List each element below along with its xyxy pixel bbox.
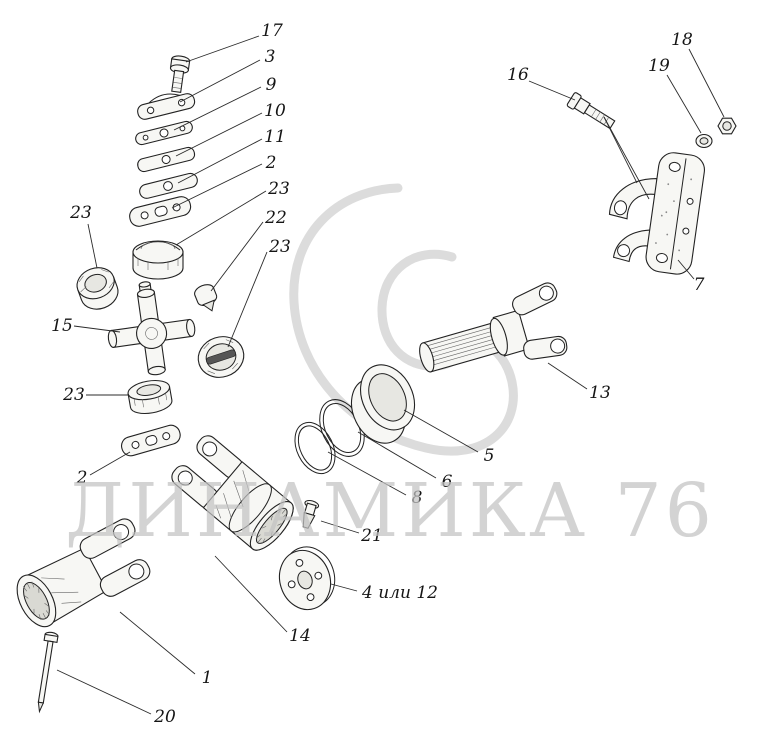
leader-18 <box>688 48 725 118</box>
lock-plate-part-9 <box>135 120 193 146</box>
leader-23a <box>175 190 267 246</box>
flange-stipple <box>655 178 693 252</box>
part-label-18: 18 <box>671 30 693 50</box>
leader-21 <box>320 520 360 534</box>
gasket-plate-part-11 <box>139 172 198 199</box>
clamp-plate-part-3 <box>137 93 196 120</box>
bolt-thread-ticks <box>591 109 610 125</box>
bolt-part-17 <box>169 55 191 94</box>
leader-10 <box>175 112 263 157</box>
leader-5 <box>403 409 479 453</box>
flange-yoke-part-7 <box>608 152 705 275</box>
leader-11 <box>177 138 263 184</box>
part-label-23-left: 23 <box>69 203 92 223</box>
part-label-8: 8 <box>412 488 423 508</box>
plug-part-22 <box>194 284 218 312</box>
part-label-3: 3 <box>265 47 276 67</box>
part-label-20: 20 <box>153 707 176 727</box>
leader-22 <box>210 221 264 292</box>
leader-6 <box>357 431 437 479</box>
bearing-cup-part-23-top <box>132 240 184 280</box>
flange-disc-part-4-or-12 <box>278 546 336 611</box>
leader-23L <box>87 223 98 269</box>
leader-lines <box>56 35 725 715</box>
cap-hatch <box>203 339 238 374</box>
fork-shading <box>41 577 82 604</box>
leader-1 <box>119 611 196 675</box>
bolt-thread-ticks <box>172 77 183 89</box>
leader-13 <box>547 362 588 390</box>
fork-shading <box>215 470 250 519</box>
part-label-7: 7 <box>694 275 705 295</box>
sliding-fork-part-14 <box>171 435 294 551</box>
part-label-19: 19 <box>648 56 670 76</box>
part-label-2-top: 2 <box>265 153 277 173</box>
watermark-text: ДИНАМИКА 76 <box>65 468 715 554</box>
cup-knurl-ticks <box>137 258 179 270</box>
leader-20 <box>56 669 152 715</box>
seal-ring-part-8 <box>294 421 336 475</box>
part-label-13: 13 <box>589 383 611 403</box>
leader-15 <box>73 325 121 333</box>
splined-fork-part-1 <box>16 518 151 628</box>
part-label-11: 11 <box>264 127 286 147</box>
washer-part-19 <box>695 133 713 149</box>
part-label-15: 15 <box>51 316 73 336</box>
seal-collar-part-5 <box>350 364 416 444</box>
leader-4or12 <box>330 583 358 592</box>
part-label-14: 14 <box>289 626 311 646</box>
part-label-17: 17 <box>261 21 283 41</box>
assembly-line-16-to-7a <box>603 116 638 184</box>
part-label-5: 5 <box>484 446 495 466</box>
bearing-part-23-bottom <box>127 379 173 415</box>
yoke-ear-lower <box>523 335 568 360</box>
part-label-23-top: 23 <box>267 179 290 199</box>
splined-shaft-yoke-part-13 <box>419 282 568 373</box>
bearing-knurl <box>133 393 168 408</box>
part-label-22: 22 <box>264 208 287 228</box>
yoke-ear-upper <box>512 282 558 316</box>
grease-fitting-part-21 <box>302 499 320 529</box>
part-label-23-bottom: 23 <box>62 385 85 405</box>
slotted-cap-part-23-right <box>197 336 245 378</box>
retainer-plate-part-2-bottom <box>120 424 181 457</box>
part-label-21: 21 <box>360 526 383 546</box>
bearing-cup-part-23-left <box>76 267 119 310</box>
leader-7 <box>677 259 695 280</box>
retainer-plate-part-2-top <box>129 196 192 227</box>
part-labels: 17 3 9 10 11 2 23 22 23 23 15 23 2 16 18… <box>51 21 704 727</box>
part-label-9: 9 <box>266 75 277 95</box>
leader-23b <box>227 251 268 348</box>
leader-17 <box>185 35 260 63</box>
part-label-23-mid: 23 <box>268 237 291 257</box>
leader-8 <box>327 451 407 496</box>
leader-16 <box>528 80 576 101</box>
cup-hatch <box>78 269 114 293</box>
leader-2b <box>89 451 131 476</box>
part-label-4-or-12: 4 или 12 <box>361 583 438 603</box>
leader-9 <box>173 86 262 131</box>
part-label-16: 16 <box>507 65 529 85</box>
nut-part-18 <box>717 117 737 135</box>
leader-2a <box>171 163 263 209</box>
part-label-6: 6 <box>442 472 453 492</box>
assembly-line-16-to-7b <box>603 116 650 200</box>
shaft-spline-lines <box>423 325 502 367</box>
spider-cross-part-15 <box>107 281 196 376</box>
leader-14 <box>214 555 288 633</box>
part-label-10: 10 <box>264 101 286 121</box>
leader-3 <box>179 59 261 103</box>
part-label-2-bottom: 2 <box>76 468 88 488</box>
part-label-1: 1 <box>202 668 213 688</box>
bore-spline-ticks <box>22 581 51 621</box>
leader-19 <box>666 74 702 134</box>
bore-spline-ticks <box>255 507 288 544</box>
long-bolt-part-20 <box>37 631 59 714</box>
